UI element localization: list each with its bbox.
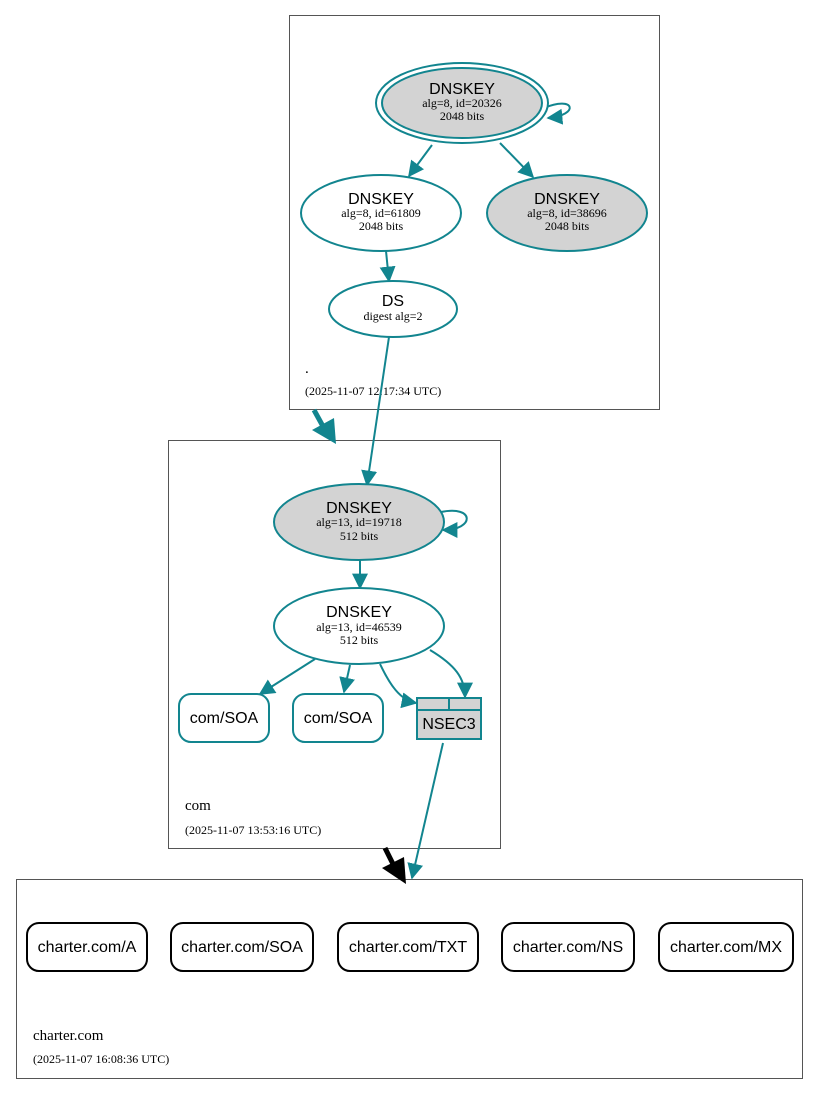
zone-charter-box: [16, 879, 803, 1079]
edge-root-ksk-zsk: [408, 144, 433, 178]
record-charter-ns[interactable]: charter.com/NS: [501, 922, 635, 972]
zone-com-name: com: [185, 798, 211, 814]
node-com-ksk[interactable]: DNSKEY alg=13, id=19718 512 bits: [273, 483, 445, 561]
node-com-nsec3[interactable]: NSEC3: [416, 697, 482, 740]
node-com-ksk-line1: alg=13, id=19718: [316, 515, 402, 529]
edge-root-ksk-self: [543, 102, 571, 125]
edge-com-zsk-soa1: [258, 658, 316, 695]
node-com-ksk-line2: 512 bits: [340, 529, 379, 543]
zone-root-timestamp: (2025-11-07 12:17:34 UTC): [305, 384, 441, 398]
record-charter-a-label: charter.com/A: [38, 939, 137, 956]
zone-root-name: .: [305, 361, 309, 377]
node-com-zsk-line2: 512 bits: [340, 633, 379, 647]
delegation-arrow-com-charter: [382, 846, 406, 884]
node-com-ds[interactable]: DS digest alg=2: [328, 280, 458, 338]
record-charter-ns-label: charter.com/NS: [513, 939, 623, 956]
edge-com-ksk-self: [440, 509, 468, 538]
zone-charter-timestamp: (2025-11-07 16:08:36 UTC): [33, 1052, 169, 1066]
node-root-zsk[interactable]: DNSKEY alg=8, id=61809 2048 bits: [300, 174, 462, 252]
node-com-ksk-type: DNSKEY: [326, 500, 392, 517]
record-charter-txt-label: charter.com/TXT: [349, 939, 467, 956]
edge-nsec3-charter: [407, 742, 444, 880]
node-root-ksk-line2: 2048 bits: [440, 109, 485, 123]
node-root-ksk[interactable]: DNSKEY alg=8, id=20326 2048 bits: [375, 62, 549, 144]
node-com-ds-line1: digest alg=2: [363, 309, 422, 323]
node-com-soa-1[interactable]: com/SOA: [178, 693, 270, 743]
node-com-zsk[interactable]: DNSKEY alg=13, id=46539 512 bits: [273, 587, 445, 665]
record-charter-txt[interactable]: charter.com/TXT: [337, 922, 479, 972]
delegation-arrow-root-com: [311, 408, 336, 444]
record-charter-mx[interactable]: charter.com/MX: [658, 922, 794, 972]
node-root-zsk-line2: 2048 bits: [359, 219, 404, 233]
node-root-zsk-type: DNSKEY: [348, 191, 414, 208]
edge-root-zsk-ds: [379, 250, 396, 283]
node-root-ksk-type: DNSKEY: [429, 81, 495, 98]
edge-root-ksk-key3: [499, 142, 535, 179]
node-root-key3-line1: alg=8, id=38696: [527, 206, 607, 220]
node-root-zsk-line1: alg=8, id=61809: [341, 206, 421, 220]
node-root-key3[interactable]: DNSKEY alg=8, id=38696 2048 bits: [486, 174, 648, 252]
record-charter-soa[interactable]: charter.com/SOA: [170, 922, 314, 972]
node-com-zsk-type: DNSKEY: [326, 604, 392, 621]
node-com-soa-2-label: com/SOA: [304, 710, 373, 727]
node-com-zsk-line1: alg=13, id=46539: [316, 620, 402, 634]
edge-com-zsk-nsec3a: [379, 663, 418, 709]
node-root-key3-line2: 2048 bits: [545, 219, 590, 233]
zone-charter-name: charter.com: [33, 1028, 104, 1044]
record-charter-a[interactable]: charter.com/A: [26, 922, 148, 972]
record-charter-mx-label: charter.com/MX: [670, 939, 782, 956]
node-com-soa-2[interactable]: com/SOA: [292, 693, 384, 743]
node-root-ksk-line1: alg=8, id=20326: [422, 96, 502, 110]
edge-com-zsk-nsec3b: [429, 649, 473, 699]
edge-ds-com-ksk: [361, 336, 390, 487]
edge-com-zsk-soa2: [339, 664, 355, 694]
node-com-nsec3-label: NSEC3: [422, 716, 475, 733]
node-com-ds-type: DS: [382, 293, 404, 310]
node-root-key3-type: DNSKEY: [534, 191, 600, 208]
zone-com-timestamp: (2025-11-07 13:53:16 UTC): [185, 823, 321, 837]
record-charter-soa-label: charter.com/SOA: [181, 939, 303, 956]
node-com-soa-1-label: com/SOA: [190, 710, 259, 727]
